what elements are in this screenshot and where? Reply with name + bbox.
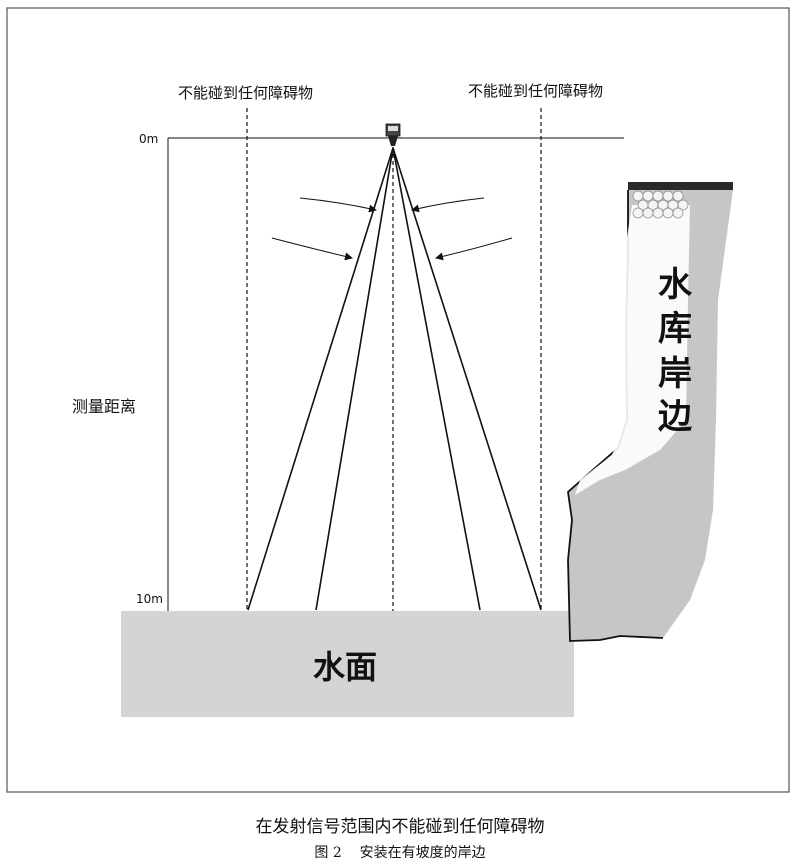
- beam-outer-right: [392, 147, 542, 611]
- beam-inner-right: [392, 147, 481, 611]
- arc-arrow-right-lower: [435, 237, 513, 261]
- bank-label-char: 边: [658, 397, 692, 437]
- bank-label-char: 岸: [658, 354, 692, 394]
- caption-main: 在发射信号范围内不能碰到任何障碍物: [255, 817, 545, 837]
- water-surface-label: 水面: [313, 648, 377, 686]
- beam-outer-left: [247, 147, 394, 611]
- bank-inner-face: [575, 205, 690, 495]
- bank-top-band: [628, 182, 733, 190]
- bank-label-char: 库: [658, 309, 692, 349]
- water-surface-block: [121, 611, 574, 717]
- figure-caption: 图 2 安装在有坡度的岸边: [314, 845, 486, 861]
- measure-distance-label: 测量距离: [72, 397, 136, 416]
- arc-arrow-left-lower: [271, 237, 353, 261]
- ten-mark-label: 10m: [136, 592, 163, 606]
- zero-mark-label: 0m: [139, 132, 158, 146]
- left-warning-label: 不能碰到任何障碍物: [178, 84, 313, 102]
- diagram-frame: [6, 7, 790, 793]
- beam-angle-arrows: [271, 197, 513, 261]
- beam-inner-left: [315, 147, 394, 611]
- radar-sensor-icon: [385, 123, 401, 146]
- bank-vertical-label: 水 库 岸 边: [658, 265, 693, 437]
- bank-stones: [632, 190, 689, 219]
- arc-arrow-right-upper: [411, 197, 485, 213]
- bank-label-char: 水: [658, 265, 693, 305]
- signal-beam: [247, 147, 542, 611]
- arc-arrow-left-upper: [299, 197, 377, 213]
- right-warning-label: 不能碰到任何障碍物: [468, 82, 603, 100]
